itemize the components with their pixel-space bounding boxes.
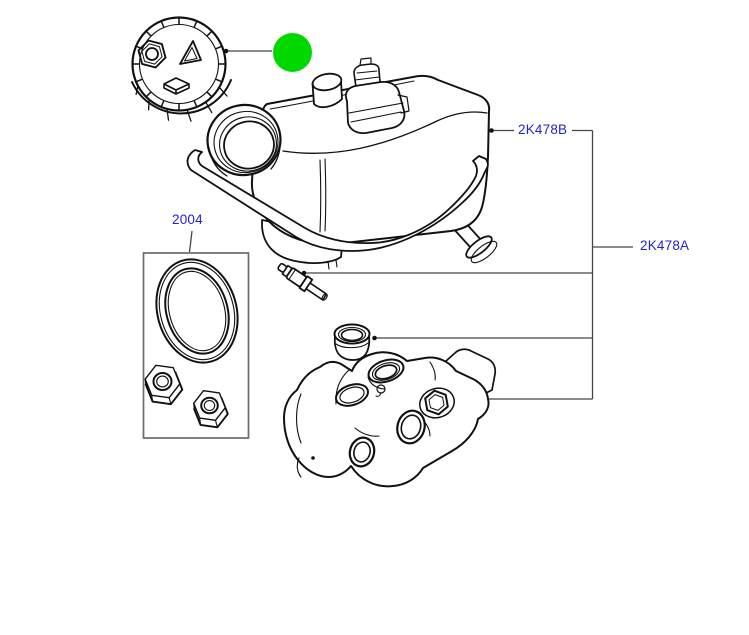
flange-nut-illustration [144, 364, 184, 406]
reservoir-illustration [186, 57, 498, 270]
grommet-illustration [333, 323, 371, 361]
callout-label-seal-kit[interactable]: 2004 [172, 212, 203, 227]
fluid-level-sensor-illustration [344, 57, 410, 135]
kit-box-outline [142, 252, 250, 439]
callout-label-master-cylinder[interactable]: 2K478A [640, 238, 690, 253]
handbook-icon [163, 77, 190, 95]
callout-label-reservoir[interactable]: 2K478B [518, 122, 568, 137]
leader-lines [188, 48, 633, 402]
o-ring-illustration [155, 258, 239, 364]
green-dot-marker[interactable] [273, 33, 312, 72]
roll-pin-illustration [277, 262, 328, 301]
flange-nut-illustration [193, 390, 229, 429]
seal-kit-box [142, 252, 250, 439]
reservoir-cap-illustration [131, 16, 232, 122]
hex-nut-icon [137, 39, 167, 69]
warning-triangle-icon [179, 40, 202, 65]
master-cylinder-illustration [283, 348, 497, 488]
